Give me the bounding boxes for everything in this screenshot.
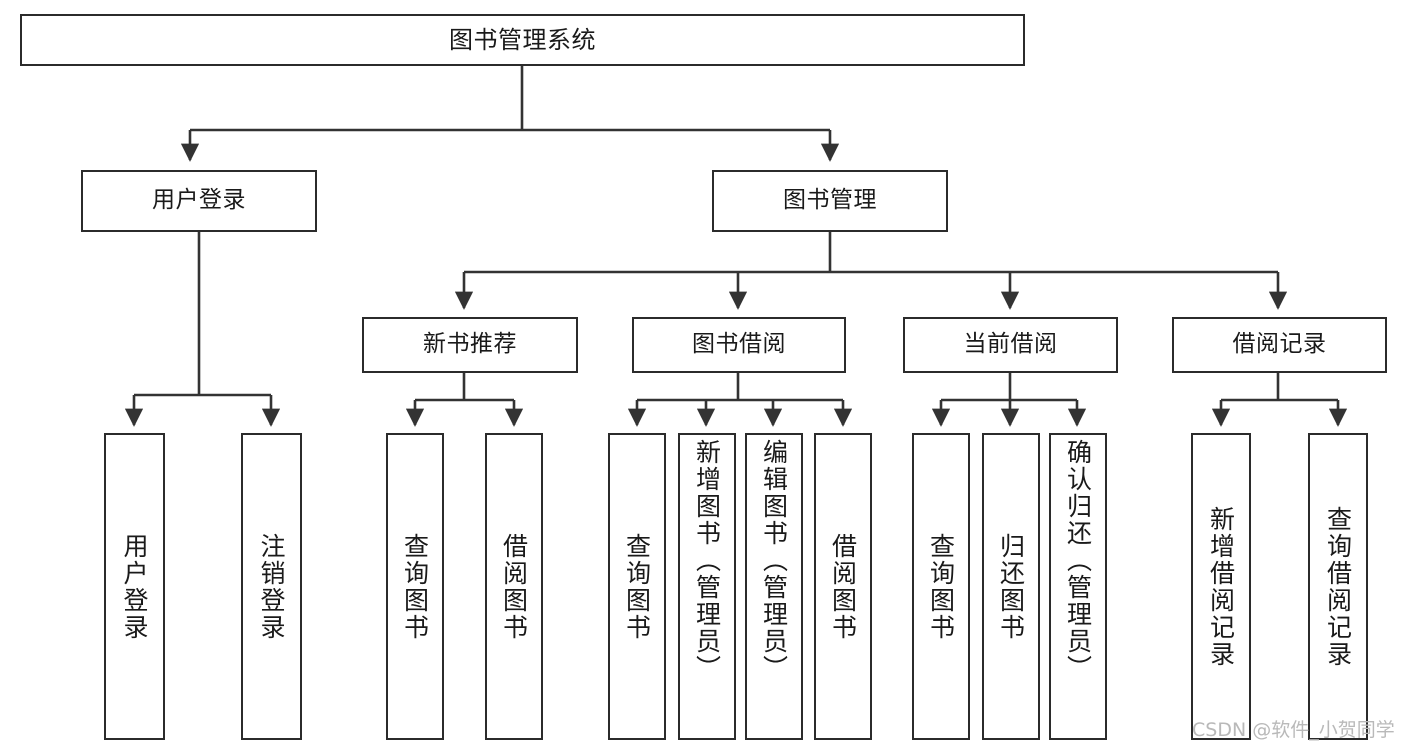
node-leaf-user-login[interactable]: 用户登录	[104, 433, 165, 740]
node-label: 归还图书	[996, 532, 1026, 641]
node-new-book-rec[interactable]: 新书推荐	[362, 317, 578, 373]
node-label: 当前借阅	[963, 331, 1058, 358]
node-label: 图书管理	[783, 187, 877, 214]
node-label: 用户登录	[120, 532, 149, 641]
node-label: 新增借阅记录	[1206, 505, 1236, 668]
node-leaf-confirm-return[interactable]: 确认归还（管理员）	[1049, 433, 1107, 740]
node-label: 编辑图书（管理员）	[759, 439, 789, 682]
node-root-system[interactable]: 图书管理系统	[20, 14, 1025, 66]
node-leaf-query-book-1[interactable]: 查询图书	[386, 433, 444, 740]
node-leaf-borrow-book-1[interactable]: 借阅图书	[485, 433, 543, 740]
node-label: 查询图书	[400, 532, 430, 641]
node-label: 新书推荐	[423, 331, 517, 358]
node-label: 注销登录	[257, 532, 286, 641]
node-book-borrow[interactable]: 图书借阅	[632, 317, 846, 373]
node-current-borrow[interactable]: 当前借阅	[903, 317, 1118, 373]
node-user-login[interactable]: 用户登录	[81, 170, 317, 232]
node-label: 确认归还（管理员）	[1063, 439, 1093, 682]
node-leaf-add-book[interactable]: 新增图书（管理员）	[678, 433, 736, 740]
node-label: 查询借阅记录	[1323, 505, 1353, 668]
node-leaf-borrow-book-2[interactable]: 借阅图书	[814, 433, 872, 740]
node-label: 用户登录	[152, 187, 246, 214]
watermark-text: CSDN @软件_小贺同学	[1192, 719, 1395, 741]
node-label: 借阅图书	[499, 532, 529, 641]
node-leaf-query-book-3[interactable]: 查询图书	[912, 433, 970, 740]
node-leaf-logout[interactable]: 注销登录	[241, 433, 302, 740]
node-label: 图书管理系统	[449, 25, 596, 54]
node-label: 图书借阅	[692, 331, 786, 358]
node-borrow-record[interactable]: 借阅记录	[1172, 317, 1387, 373]
node-label: 新增图书（管理员）	[692, 439, 722, 682]
node-label: 借阅图书	[828, 532, 858, 641]
node-leaf-edit-book[interactable]: 编辑图书（管理员）	[745, 433, 803, 740]
node-leaf-add-record[interactable]: 新增借阅记录	[1191, 433, 1251, 740]
node-label: 借阅记录	[1232, 331, 1327, 358]
node-label: 查询图书	[622, 532, 652, 641]
node-leaf-query-record[interactable]: 查询借阅记录	[1308, 433, 1368, 740]
node-leaf-return-book[interactable]: 归还图书	[982, 433, 1040, 740]
node-book-manage[interactable]: 图书管理	[712, 170, 948, 232]
node-leaf-query-book-2[interactable]: 查询图书	[608, 433, 666, 740]
node-label: 查询图书	[926, 532, 956, 641]
